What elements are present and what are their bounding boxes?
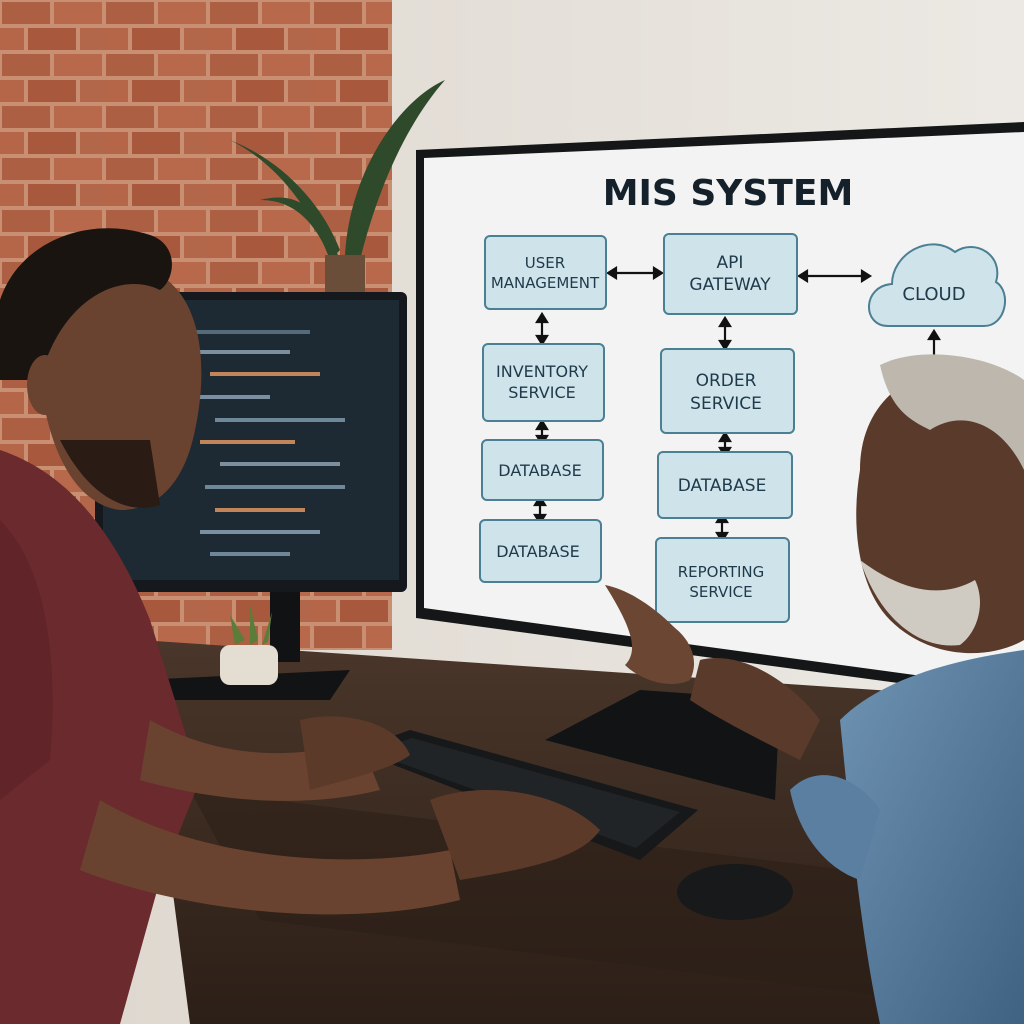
svg-text:INVENTORY: INVENTORY [496,362,588,381]
svg-text:REPORTING: REPORTING [678,563,765,581]
node-database-left-2: DATABASE [479,519,602,583]
svg-text:SERVICE: SERVICE [689,583,752,601]
node-cloud: CLOUD [868,243,1006,327]
svg-text:DATABASE: DATABASE [496,542,579,561]
person-left [0,228,600,1024]
code-lines [190,330,345,556]
diagram-title: MIS SYSTEM [603,173,854,214]
svg-text:SERVICE: SERVICE [690,394,762,414]
desk-edge [190,790,930,1000]
node-database-right: DATABASE [657,451,793,519]
svg-text:USER: USER [525,254,565,272]
architecture-diagram: MIS SYSTEM USER MANAGEMENT [479,173,1006,623]
desk-succulent [220,605,278,685]
node-api-gateway: API GATEWAY [663,233,798,315]
node-order-service: ORDER SERVICE [660,348,795,434]
mouse [677,864,793,920]
svg-text:DATABASE: DATABASE [678,476,767,496]
node-user-management: USER MANAGEMENT [484,235,607,310]
node-inventory-service: INVENTORY SERVICE [482,343,605,422]
svg-text:SERVICE: SERVICE [508,383,575,402]
node-reporting-service: REPORTING SERVICE [655,537,790,623]
svg-text:CLOUD: CLOUD [902,284,965,305]
svg-text:ORDER: ORDER [696,371,757,391]
node-database-left-1: DATABASE [481,439,604,501]
person-right [605,354,1024,1024]
svg-text:GATEWAY: GATEWAY [689,275,771,295]
svg-text:API: API [717,253,744,273]
background-plant [230,80,445,295]
svg-text:MANAGEMENT: MANAGEMENT [491,274,600,292]
svg-text:DATABASE: DATABASE [498,461,581,480]
